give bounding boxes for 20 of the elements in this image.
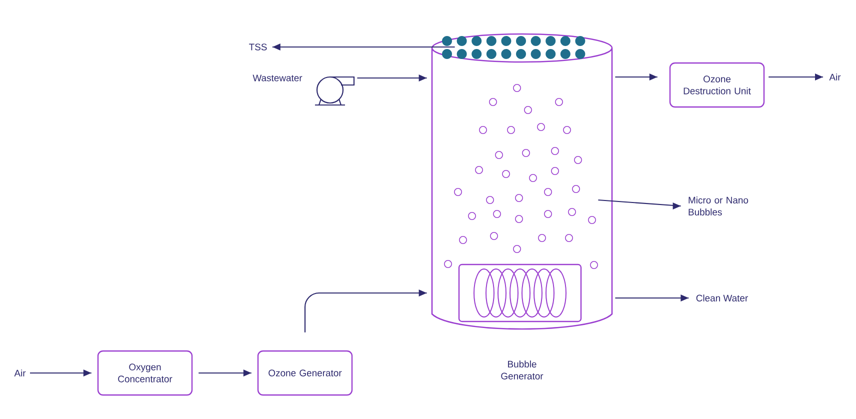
arrow bbox=[615, 74, 658, 80]
arrow bbox=[768, 74, 824, 80]
process-box: Ozone Destruction Unit bbox=[669, 62, 765, 108]
process-box: Ozone Generator bbox=[257, 350, 353, 396]
arrow bbox=[272, 44, 455, 50]
arrow bbox=[304, 290, 427, 332]
flow-label: Wastewater bbox=[252, 74, 302, 82]
arrow bbox=[615, 294, 689, 302]
arrow bbox=[30, 370, 92, 376]
flow-label: TSS bbox=[249, 44, 267, 50]
flow-label: Air bbox=[14, 370, 26, 376]
flow-label: Clean Water bbox=[696, 294, 748, 302]
process-box: Oxygen Concentrator bbox=[97, 350, 193, 396]
arrow bbox=[357, 74, 427, 82]
arrow bbox=[198, 370, 252, 376]
pump-drawing bbox=[314, 76, 355, 106]
arrow bbox=[598, 199, 681, 210]
flow-label: Air bbox=[829, 74, 841, 80]
flow-label: Micro or Nano Bubbles bbox=[688, 196, 748, 216]
tank-label: Bubble Generator bbox=[501, 360, 544, 380]
